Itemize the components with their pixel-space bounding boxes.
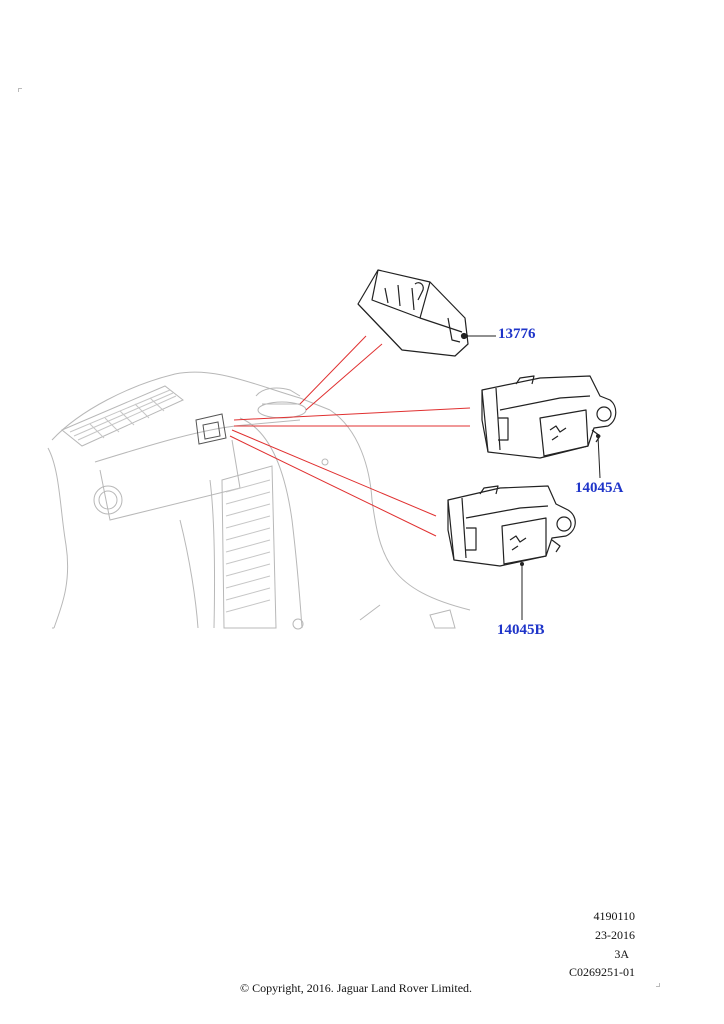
crop-mark-top-left: [18, 88, 22, 92]
part-14045b-drawing: [447, 485, 576, 567]
model-year: 23-2016: [595, 928, 635, 942]
crop-mark-bottom-right: [656, 983, 660, 987]
part-14045a-drawing: [481, 375, 617, 459]
vehicle-interior-context: [47, 371, 471, 630]
callout-dot-14045a: [596, 434, 600, 438]
copyright-notice: © Copyright, 2016. Jaguar Land Rover Lim…: [239, 981, 473, 995]
illustration-number: 4190110: [593, 909, 635, 923]
part-label-14045b[interactable]: 14045B: [497, 622, 545, 638]
part-label-14045a[interactable]: 14045A: [575, 480, 624, 496]
callout-leaders: [466, 335, 601, 620]
callout-dot-13776: [464, 334, 468, 338]
callout-dot-14045b: [520, 562, 524, 566]
part-label-13776[interactable]: 13776: [498, 326, 536, 342]
revision-code: 3A: [614, 947, 629, 961]
leader-lines: [229, 335, 471, 537]
drawing-code: C0269251-01: [569, 965, 635, 979]
part-13776-drawing: [357, 269, 469, 357]
